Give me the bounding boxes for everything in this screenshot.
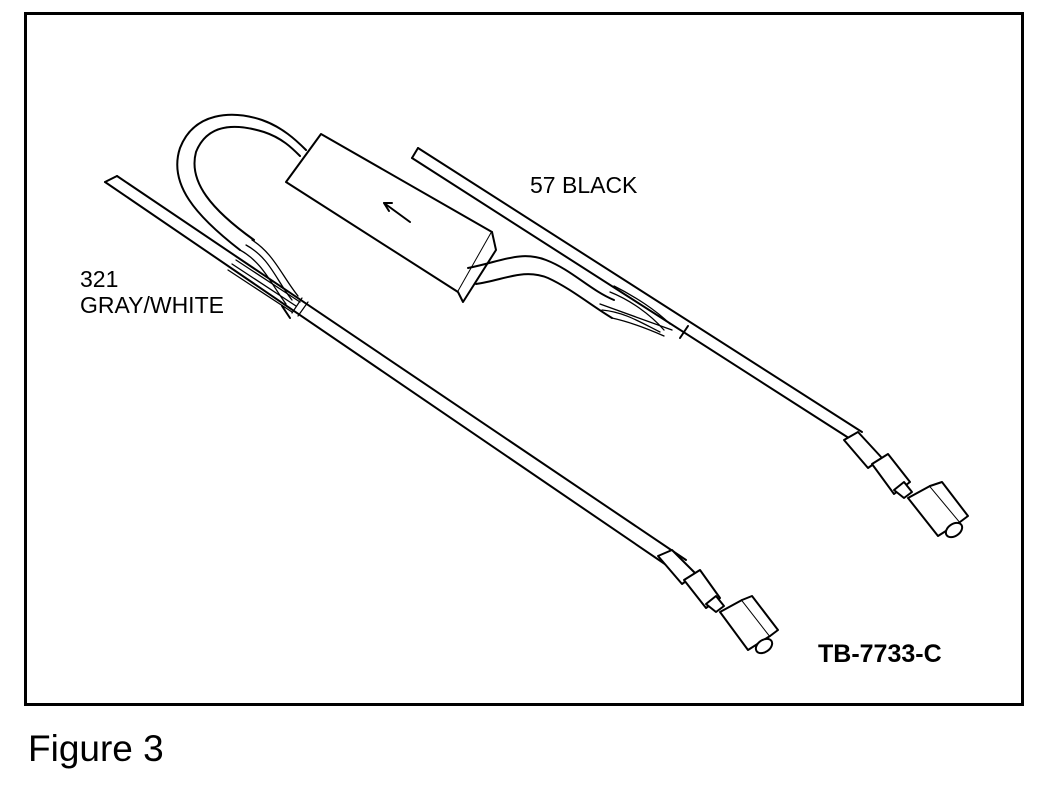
- gray-white-splice: [227, 239, 301, 313]
- black-wire-label: 57 BLACK: [530, 172, 638, 198]
- gray-white-wire: [104, 175, 687, 574]
- gray-wire-number-label: 321: [80, 266, 119, 292]
- gray-white-terminal: [657, 549, 779, 655]
- direction-arrow-icon: [383, 202, 411, 223]
- figure-frame: [24, 12, 1024, 706]
- figure-code: TB-7733-C: [818, 640, 942, 668]
- black-wire: [411, 147, 863, 443]
- black-terminal: [843, 431, 969, 539]
- resistor-module: [285, 133, 497, 303]
- black-splice: [599, 285, 673, 337]
- loop-wire: [176, 113, 307, 251]
- gray-wire-color-label: GRAY/WHITE: [80, 292, 224, 318]
- figure-caption: Figure 3: [28, 728, 164, 769]
- module-lead: [467, 255, 615, 319]
